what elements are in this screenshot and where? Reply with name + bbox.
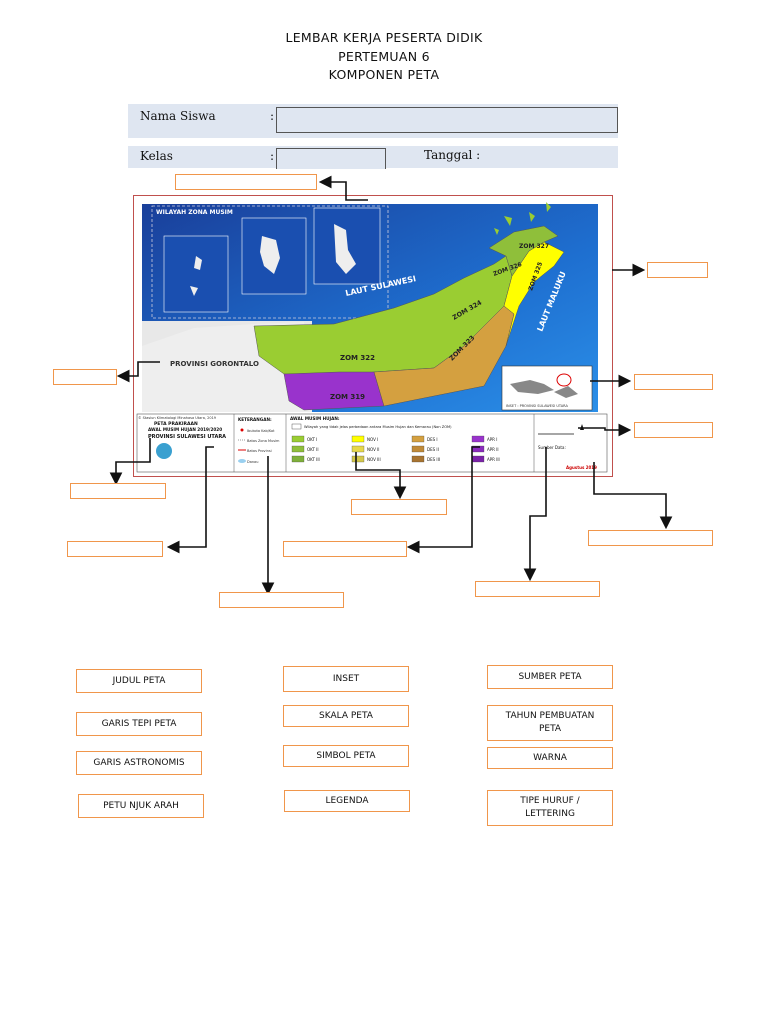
symbol-lake (238, 459, 246, 463)
option-tipe-huruf[interactable]: TIPE HURUF / LETTERING (487, 790, 613, 826)
map-svg: WILAYAH ZONA MUSIM LAUT SULAWESI LAUT MA… (136, 202, 608, 473)
legend-swatch-label: DES II (427, 447, 439, 452)
option-skala-peta[interactable]: SKALA PETA (283, 705, 409, 727)
symbol-province-label: Batas Provinsi (247, 449, 272, 453)
worksheet-title-line3: KOMPONEN PETA (328, 67, 440, 82)
answer-box-left-1[interactable] (53, 369, 117, 385)
inset-location-caption: INSET : PROVINSI SULAWESI UTARA (506, 404, 568, 408)
symbol-city-label: Ibukota Kab/Kot (247, 429, 275, 433)
answer-box-right-3[interactable] (634, 422, 713, 438)
legend-strip (136, 413, 608, 473)
answer-box-left-3[interactable] (67, 541, 163, 557)
legend-swatch (351, 445, 365, 453)
zone-purple (283, 371, 385, 411)
option-legenda[interactable]: LEGENDA (284, 790, 410, 812)
zone-label-322: ZOM 322 (340, 354, 375, 362)
worksheet-title-line2: PERTEMUAN 6 (338, 49, 430, 64)
legend-swatch-label: OKT I (307, 437, 317, 442)
legend-swatch (291, 445, 305, 453)
legend-swatch-label: NOV I (367, 437, 378, 442)
legend-swatch-label: DES I (427, 437, 438, 442)
legend-swatch-label: DES III (427, 457, 440, 462)
legend-swatch (471, 445, 485, 453)
zone-olive (488, 225, 559, 277)
copyright-text: © Stasiun Klimatologi Minahasa Utara, 20… (138, 416, 216, 420)
legend-swatch (411, 445, 425, 453)
legend-swatch (471, 435, 485, 443)
legend-swatch-label: OKT II (307, 447, 319, 452)
answer-box-left-2[interactable] (70, 483, 166, 499)
option-warna[interactable]: WARNA (487, 747, 613, 769)
legend-swatch (351, 435, 365, 443)
source-label: Sumber Data: (538, 445, 566, 450)
class-field[interactable] (276, 148, 386, 169)
inset-location-land (510, 380, 578, 398)
answer-box-right-2[interactable] (634, 374, 713, 390)
legend-swatch (411, 435, 425, 443)
legend-swatch-label: APR III (487, 457, 500, 462)
legend-swatch (411, 455, 425, 463)
answer-box-right-1[interactable] (647, 262, 708, 278)
inset-location-marker (556, 373, 572, 387)
class-colon: : (270, 149, 275, 163)
legend-swatch (351, 455, 365, 463)
zone-label-327: ZOM 327 (519, 243, 549, 250)
legend-title-3: PROVINSI SULAWESI UTARA (148, 434, 226, 440)
option-sumber-peta[interactable]: SUMBER PETA (487, 665, 613, 689)
name-colon: : (270, 109, 275, 123)
zone-tan (373, 305, 515, 407)
answer-box-bottom[interactable] (219, 592, 344, 608)
inset-title-text: WILAYAH ZONA MUSIM (156, 209, 233, 216)
year-text: Agustus 2019 (566, 465, 597, 470)
legend-title-1: PETA PRAKIRAAN (154, 421, 198, 427)
legend-swatch-label: NOV II (367, 447, 379, 452)
symbol-lake-label: Danau (247, 460, 258, 464)
answer-box-mid-2[interactable] (283, 541, 407, 557)
option-petunjuk-arah[interactable]: PETU NJUK ARAH (78, 794, 204, 818)
legend-swatch-label: OKT III (307, 457, 320, 462)
legend-swatch (291, 455, 305, 463)
zone-label-319: ZOM 319 (330, 393, 365, 401)
map-image: WILAYAH ZONA MUSIM LAUT SULAWESI LAUT MA… (133, 195, 613, 477)
legend-swatch-label: NOV III (367, 457, 381, 462)
answer-box-mid-1[interactable] (351, 499, 447, 515)
option-judul-peta[interactable]: JUDUL PETA (76, 669, 202, 693)
non-zom-text: Wilayah yang tidak jelas perbedaan antar… (304, 425, 452, 429)
answer-box-top[interactable] (175, 174, 317, 190)
inset-island-3 (334, 224, 356, 274)
province-label: PROVINSI GORONTALO (170, 360, 259, 368)
bmkg-logo (156, 443, 172, 459)
option-tahun-pembuatan-peta[interactable]: TAHUN PEMBUATAN PETA (487, 705, 613, 741)
name-field[interactable] (276, 107, 618, 133)
legend-swatch (471, 455, 485, 463)
option-garis-tepi-peta[interactable]: GARIS TEPI PETA (76, 712, 202, 736)
keterangan-text: KETERANGAN: (238, 417, 272, 422)
inset-island-2 (260, 236, 280, 274)
legend-swatch (291, 435, 305, 443)
answer-box-right-5[interactable] (475, 581, 600, 597)
option-simbol-peta[interactable]: SIMBOL PETA (283, 745, 409, 767)
inset-frame (151, 205, 389, 319)
legend-swatch-label: APR I (487, 437, 497, 442)
worksheet-title-line1: LEMBAR KERJA PESERTA DIDIK (285, 30, 483, 45)
non-zom-swatch (291, 423, 302, 430)
symbol-zone-label: Batas Zona Musim (247, 439, 280, 443)
legend-title-2: AWAL MUSIM HUJAN 2019/2020 (148, 427, 222, 432)
inset-island-1 (190, 256, 202, 296)
answer-box-right-4[interactable] (588, 530, 713, 546)
legend-swatch-label: APR II (487, 447, 499, 452)
option-garis-astronomis[interactable]: GARIS ASTRONOMIS (76, 751, 202, 775)
symbol-city (240, 428, 244, 432)
inset-box-1 (163, 235, 229, 313)
option-inset[interactable]: INSET (283, 666, 409, 692)
class-label: Kelas (140, 149, 173, 163)
date-label: Tanggal : (424, 148, 481, 162)
awal-musim-text: AWAL MUSIM HUJAN: (290, 416, 340, 421)
name-label: Nama Siswa (140, 109, 216, 123)
